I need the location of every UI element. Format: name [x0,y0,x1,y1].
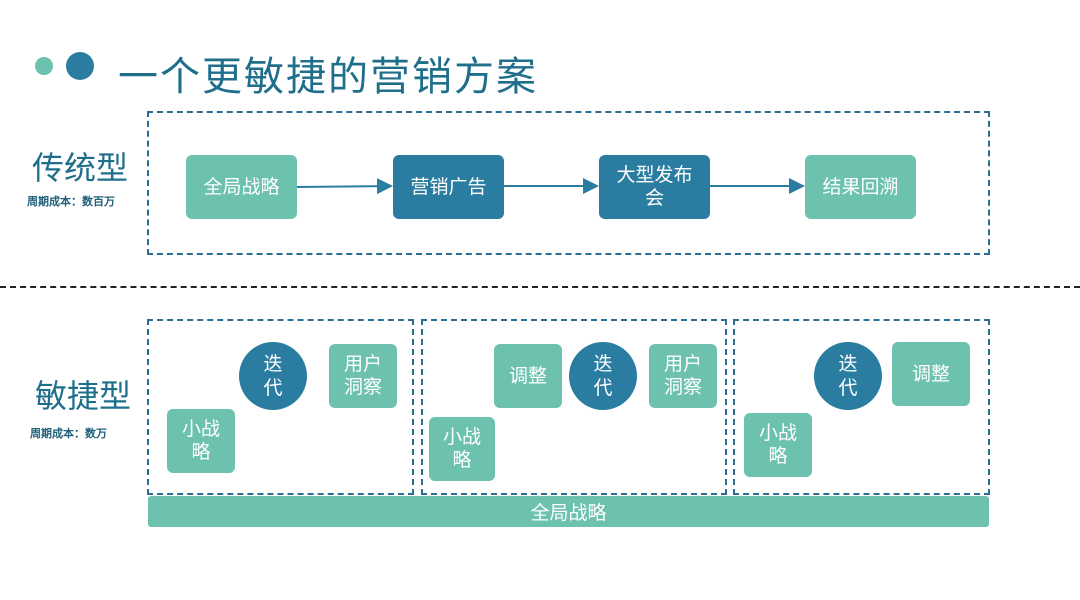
decor-dot-light [35,57,53,75]
sprint3-small-strategy: 小战 略 [744,413,812,477]
sprint-frame-2 [421,319,727,495]
sprint-frame-3 [733,319,990,495]
sprint1-user-insight: 用户 洞察 [329,344,397,408]
decor-dot-dark [66,52,94,80]
sprint2-iterate: 迭 代 [569,342,637,410]
step-launch-event: 大型发布 会 [599,155,710,219]
step-marketing-ads: 营销广告 [393,155,504,219]
traditional-cost: 周期成本：数百万 [27,195,115,208]
sprint3-adjust: 调整 [892,342,970,406]
page-title: 一个更敏捷的营销方案 [118,54,538,100]
traditional-frame [147,111,990,255]
traditional-label: 传统型 [32,149,129,187]
sprint1-small-strategy: 小战 略 [167,409,235,473]
sprint1-iterate: 迭 代 [239,342,307,410]
sprint3-iterate: 迭 代 [814,342,882,410]
agile-label: 敏捷型 [35,377,132,415]
global-strategy-bar: 全局战略 [148,496,989,527]
sprint2-adjust: 调整 [494,344,562,408]
arrow-1 [296,178,393,195]
sprint2-small-strategy: 小战 略 [429,417,495,481]
step-global-strategy: 全局战略 [186,155,297,219]
section-divider [0,286,1080,288]
step-retrospective: 结果回溯 [805,155,916,219]
sprint2-user-insight: 用户 洞察 [649,344,717,408]
agile-cost: 周期成本：数万 [30,427,107,440]
sprint-frame-1 [147,319,414,495]
